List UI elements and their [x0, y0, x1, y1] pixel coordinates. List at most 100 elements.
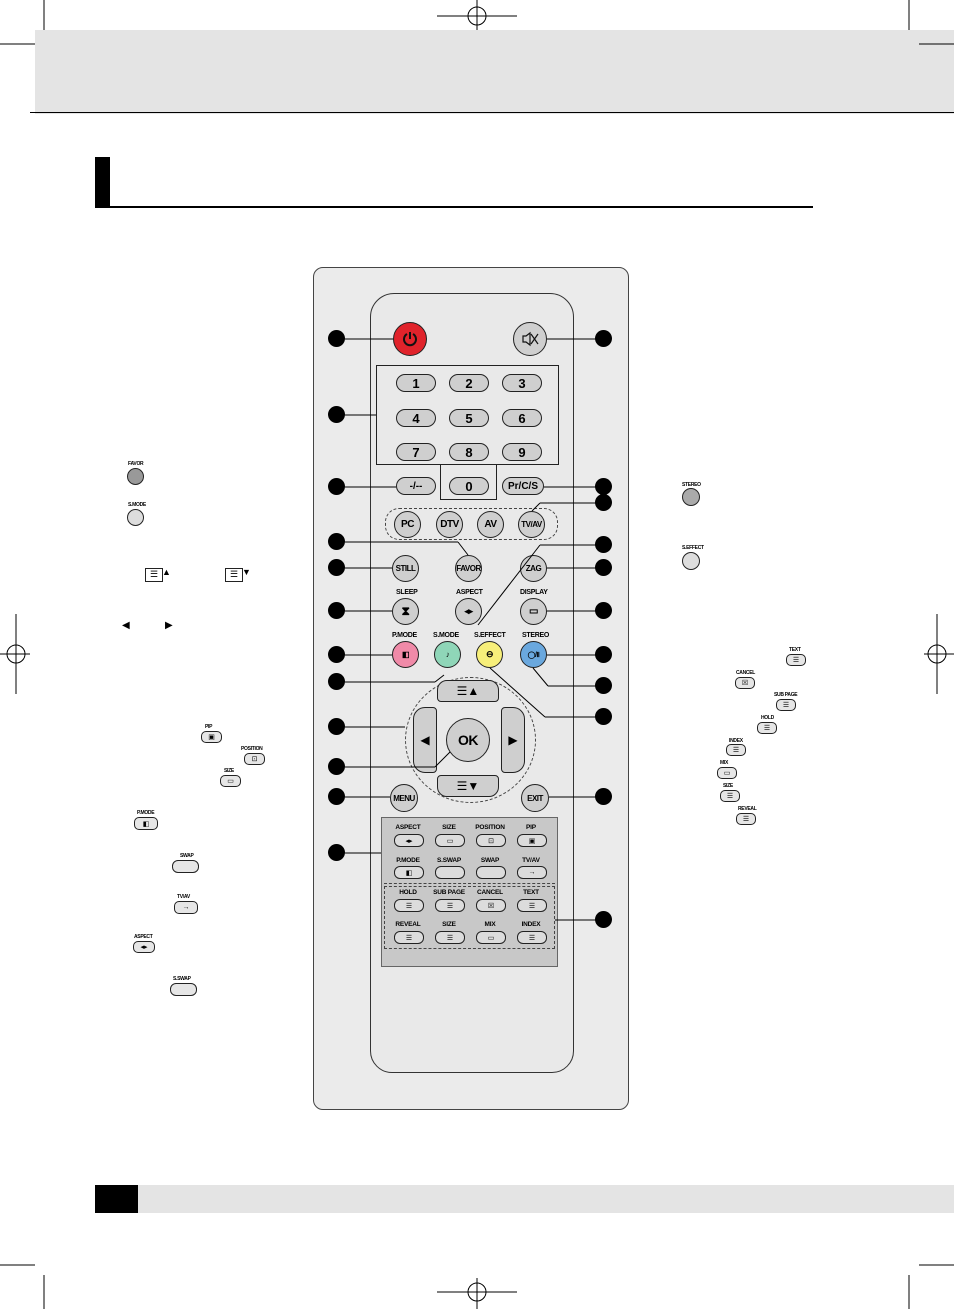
swap-button[interactable] [476, 866, 506, 879]
left-triangle-icon: ◀ [122, 620, 130, 631]
sswap-icon-label: S.SWAP [173, 976, 191, 982]
seffect-button[interactable]: ⊖ [476, 641, 503, 668]
down-arrow-icon: ☰▼ [456, 779, 480, 793]
digit-3-button[interactable]: 3 [502, 374, 542, 392]
prcs-button[interactable]: Pr/C/S [502, 477, 544, 495]
subpage-button[interactable]: ☰ [435, 899, 465, 912]
text-button[interactable]: ☰ [517, 899, 547, 912]
av-button[interactable]: AV [477, 511, 504, 538]
power-button[interactable] [393, 322, 427, 356]
stereo-small-icon [682, 488, 700, 506]
aspect-label: ASPECT [456, 589, 483, 596]
favor-button[interactable]: FAVOR [455, 555, 482, 582]
digit-8-button[interactable]: 8 [449, 443, 489, 461]
exit-button[interactable]: EXIT [521, 784, 549, 812]
menu-button[interactable]: MENU [390, 784, 418, 812]
header-rule [30, 112, 954, 113]
seffect-icon-label: S.EFFECT [682, 545, 704, 551]
index-button[interactable]: ☰ [517, 931, 547, 944]
picture-mode-icon: ◧ [405, 869, 413, 877]
hold-icon: ☰ [405, 902, 413, 910]
callout-dot [328, 758, 345, 775]
mix-button[interactable]: ▭ [476, 931, 506, 944]
mute-button[interactable] [513, 322, 547, 356]
reveal-icon-label: REVEAL [738, 806, 757, 812]
power-icon [403, 332, 417, 347]
pmode-button[interactable]: ◧ [392, 641, 419, 668]
pc-button[interactable]: PC [394, 511, 421, 538]
digit-7-button[interactable]: 7 [396, 443, 436, 461]
stereo-label: STEREO [522, 632, 549, 639]
size-right-icon-label: SIZE [723, 783, 733, 789]
swap-label: SWAP [480, 857, 500, 864]
seffect-label: S.EFFECT [474, 632, 506, 639]
index-small-icon: ☰ [726, 744, 746, 756]
pip-small-icon: ▣ [201, 731, 222, 743]
digit-5-button[interactable]: 5 [449, 409, 489, 427]
sleep-button[interactable]: ⧗ [392, 598, 419, 625]
title-marker [95, 157, 110, 207]
sswap-button[interactable] [435, 866, 465, 879]
favor-small-icon [127, 468, 144, 485]
zag-button[interactable]: ZAG [520, 555, 547, 582]
pip-pmode-label: P.MODE [396, 857, 420, 864]
left-arrow-icon: ◀ [420, 733, 430, 747]
dtv-button[interactable]: DTV [436, 511, 463, 538]
digit-2-button[interactable]: 2 [449, 374, 489, 392]
subpage-small-icon: ☰ [776, 699, 796, 711]
text-icon-label: TEXT [789, 647, 801, 653]
callout-dot [328, 788, 345, 805]
hold-button[interactable]: ☰ [394, 899, 424, 912]
pip-pmode-button[interactable]: ◧ [394, 866, 424, 879]
callout-dot [595, 788, 612, 805]
position-icon: ⊡ [488, 837, 494, 845]
position-small-icon: ⊡ [244, 753, 265, 765]
right-button[interactable]: ▶ [501, 707, 525, 773]
digit-9-button[interactable]: 9 [502, 443, 542, 461]
pip-button[interactable]: ▣ [517, 834, 547, 847]
cancel-button[interactable]: ☒ [476, 899, 506, 912]
still-button[interactable]: STILL [392, 555, 419, 582]
digit-1-button[interactable]: 1 [396, 374, 436, 392]
callout-dot [328, 673, 345, 690]
sleep-label: SLEEP [396, 589, 418, 596]
title-underline [95, 206, 813, 208]
index-icon-label: INDEX [729, 738, 743, 744]
pip-tvav-button[interactable]: → [517, 866, 547, 879]
text-icon: ☰ [528, 902, 536, 910]
hold-label: HOLD [399, 889, 417, 896]
left-button[interactable]: ◀ [413, 707, 437, 773]
reveal-icon: ☰ [405, 934, 413, 942]
digit-6-button[interactable]: 6 [502, 409, 542, 427]
subpage-icon: ☰ [446, 902, 454, 910]
aspect-button[interactable]: ◂▸ [455, 598, 482, 625]
pip-size-button[interactable]: ▭ [435, 834, 465, 847]
header-band [35, 30, 954, 114]
index-icon: ☰ [528, 934, 536, 942]
pip-position-button[interactable]: ⊡ [476, 834, 506, 847]
callout-dot [595, 330, 612, 347]
down-button[interactable]: ☰▼ [437, 775, 499, 797]
pip-icon: ▣ [528, 837, 536, 845]
pip-aspect-button[interactable]: ◂▸ [394, 834, 424, 847]
tvav-button[interactable]: TV/AV [518, 511, 545, 538]
dash-button[interactable]: -/-- [396, 477, 436, 495]
up-button[interactable]: ☰▲ [437, 680, 499, 702]
smode-button[interactable]: ♪ [434, 641, 461, 668]
index-label: INDEX [521, 921, 541, 928]
up-arrow-icon: ☰▲ [456, 684, 480, 698]
nav-ring [405, 677, 536, 803]
number-pad-frame [376, 365, 559, 465]
display-button[interactable]: ▭ [520, 598, 547, 625]
aspect-icon: ◂▸ [405, 837, 413, 845]
digit-0-button[interactable]: 0 [449, 477, 489, 495]
digit-4-button[interactable]: 4 [396, 409, 436, 427]
pip-label: PIP [526, 824, 536, 831]
stereo-button[interactable]: ◯/Ⅱ [520, 641, 547, 668]
pip-size-label: SIZE [442, 824, 456, 831]
reveal-button[interactable]: ☰ [394, 931, 424, 944]
callout-dot [328, 646, 345, 663]
text-small-icon: ☰ [786, 654, 806, 666]
ok-button[interactable]: OK [446, 718, 490, 762]
ttx-size-button[interactable]: ☰ [435, 931, 465, 944]
